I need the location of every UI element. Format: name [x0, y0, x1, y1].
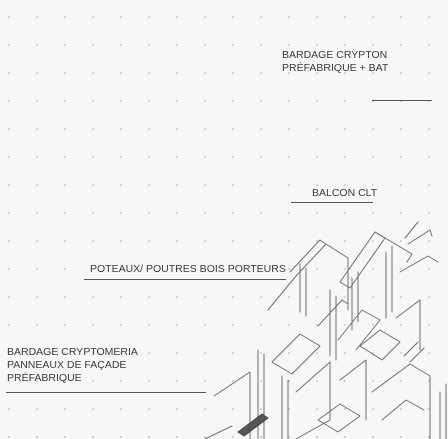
annotation-cladding-bottom-line2: PANNEAUX DE FAÇADE	[7, 359, 127, 371]
cladding-strip	[237, 413, 269, 437]
ground-edge	[204, 425, 233, 439]
annotation-posts-beams: POTEAUX/ POUTRES BOIS PORTEURS	[90, 263, 286, 276]
annotation-cladding-top-line2: PRÉFABRIQUE + BAT	[282, 62, 389, 74]
leader-line-cladding-top	[372, 100, 432, 101]
annotation-cladding-top: BARDAGE CRYPTON PRÉFABRIQUE + BAT	[282, 49, 388, 75]
annotation-balcony-text: BALCON CLT	[312, 187, 378, 199]
annotation-cladding-bottom: BARDAGE CRYPTOMERIA PANNEAUX DE FAÇADE P…	[7, 346, 138, 385]
annotation-cladding-top-line1: BARDAGE CRYPTON	[282, 49, 388, 61]
annotation-balcony: BALCON CLT	[312, 187, 377, 200]
leader-line-posts-beams	[84, 279, 286, 280]
annotation-posts-beams-text: POTEAUX/ POUTRES BOIS PORTEURS	[90, 263, 286, 275]
balcony-structure	[337, 221, 439, 351]
annotation-cladding-bottom-line1: BARDAGE CRYPTOMERIA	[7, 346, 138, 358]
cladding-panels	[213, 333, 447, 439]
leader-line-balcony	[291, 202, 373, 203]
post-beam-frame	[267, 239, 425, 363]
annotation-cladding-bottom-line3: PRÉFABRIQUE	[7, 372, 82, 384]
leader-line-cladding-bottom	[6, 392, 206, 393]
